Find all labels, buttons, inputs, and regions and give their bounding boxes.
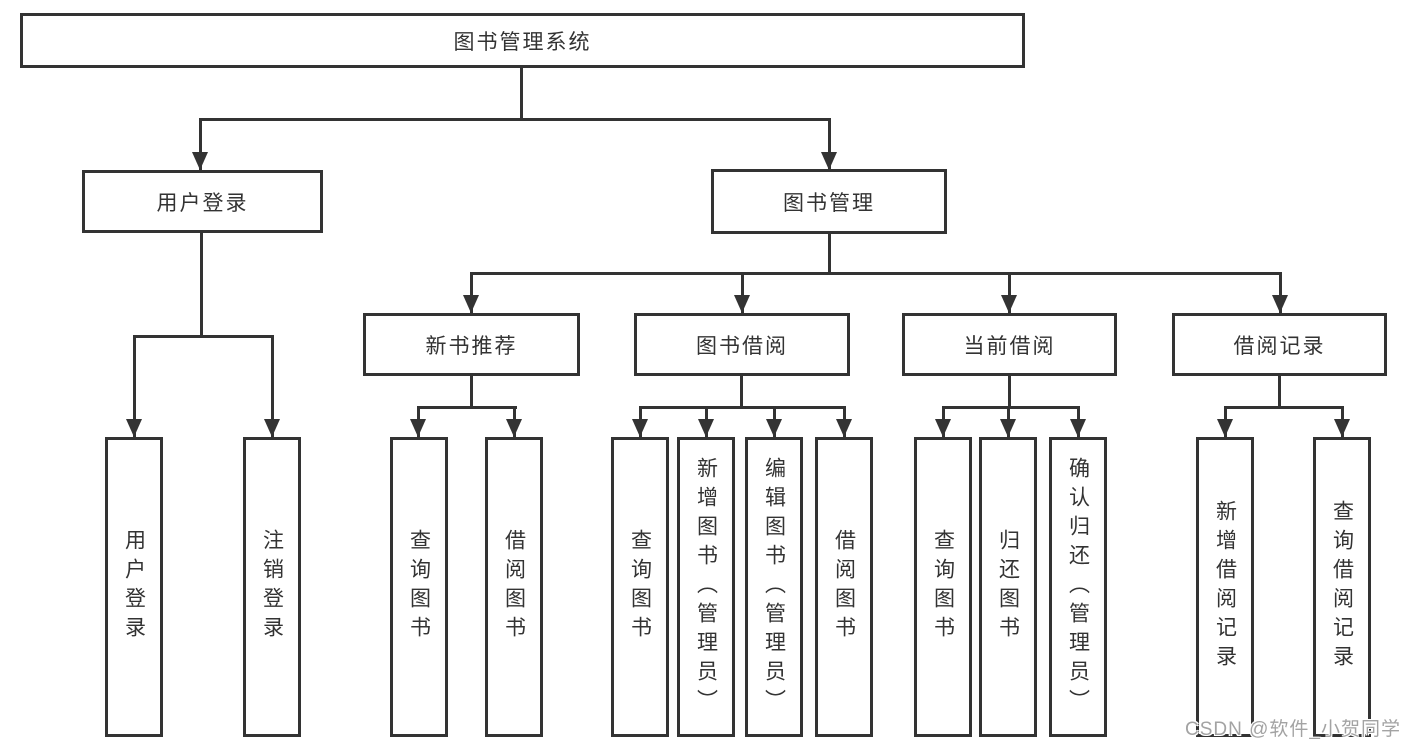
arrow-down-icon <box>766 419 782 437</box>
csdn-watermark: CSDN @软件_小贺同学 <box>1185 719 1401 740</box>
arrow-down-icon <box>935 419 951 437</box>
leaf-user-login: 用户登录 <box>105 437 163 737</box>
node-label: 新增借阅记录 <box>1213 500 1237 674</box>
arrow-down-icon <box>264 419 280 437</box>
arrow-down-icon <box>836 419 852 437</box>
leaf-return-book: 归还图书 <box>979 437 1037 737</box>
leaf-logout: 注销登录 <box>243 437 301 737</box>
connector-line <box>828 234 831 272</box>
arrow-down-icon <box>1070 419 1086 437</box>
connector-line <box>199 118 831 121</box>
connector-line <box>740 376 743 406</box>
leaf-edit-book-admin: 编辑图书（管理员） <box>745 437 803 737</box>
arrow-down-icon <box>821 152 837 170</box>
connector-line <box>942 406 1080 409</box>
node-new-book-recommend: 新书推荐 <box>363 313 580 376</box>
leaf-query-book-recommend: 查询图书 <box>390 437 448 737</box>
arrow-down-icon <box>1000 419 1016 437</box>
node-label: 查询图书 <box>931 529 955 645</box>
arrow-down-icon <box>463 295 479 313</box>
node-current-borrow: 当前借阅 <box>902 313 1117 376</box>
node-library-system: 图书管理系统 <box>20 13 1025 68</box>
connector-line <box>470 272 1282 275</box>
connector-line <box>1008 272 1011 313</box>
connector-line <box>741 272 744 313</box>
node-label: 图书管理系统 <box>453 30 592 54</box>
connector-line <box>470 376 473 406</box>
leaf-add-book-admin: 新增图书（管理员） <box>677 437 735 737</box>
arrow-down-icon <box>1217 419 1233 437</box>
node-label: 当前借阅 <box>963 334 1056 358</box>
node-book-borrow: 图书借阅 <box>634 313 850 376</box>
arrow-down-icon <box>698 419 714 437</box>
connector-line <box>133 335 136 437</box>
node-label: 图书借阅 <box>696 334 788 358</box>
node-label: 确认归还（管理员） <box>1066 456 1090 718</box>
node-label: 借阅图书 <box>832 529 856 645</box>
leaf-borrow-book: 借阅图书 <box>815 437 873 737</box>
node-label: 图书管理 <box>783 191 875 215</box>
arrow-down-icon <box>734 295 750 313</box>
leaf-add-borrow-record: 新增借阅记录 <box>1196 437 1254 737</box>
arrow-down-icon <box>1334 419 1350 437</box>
leaf-query-borrow-record: 查询借阅记录 <box>1313 437 1371 737</box>
node-label: 用户登录 <box>122 529 146 645</box>
connector-line <box>470 272 473 313</box>
node-label: 新书推荐 <box>425 334 518 358</box>
leaf-borrow-book-recommend: 借阅图书 <box>485 437 543 737</box>
node-label: 查询图书 <box>628 529 652 645</box>
node-label: 用户登录 <box>156 191 249 215</box>
node-label: 借阅图书 <box>502 529 526 645</box>
connector-line <box>200 233 203 335</box>
arrow-down-icon <box>192 152 208 170</box>
connector-line <box>133 335 274 338</box>
connector-line <box>520 68 523 118</box>
arrow-down-icon <box>506 419 522 437</box>
connector-line <box>1224 406 1344 409</box>
leaf-confirm-return-admin: 确认归还（管理员） <box>1049 437 1107 737</box>
node-label: 新增图书（管理员） <box>694 456 718 718</box>
connector-line <box>1278 376 1281 406</box>
leaf-query-book-borrow: 查询图书 <box>611 437 669 737</box>
arrow-down-icon <box>126 419 142 437</box>
connector-line <box>271 335 274 437</box>
node-label: 注销登录 <box>260 529 284 645</box>
connector-line <box>639 406 846 409</box>
arrow-down-icon <box>1272 295 1288 313</box>
arrow-down-icon <box>1001 295 1017 313</box>
connector-line <box>417 406 517 409</box>
node-label: 查询图书 <box>407 529 431 645</box>
arrow-down-icon <box>632 419 648 437</box>
node-label: 查询借阅记录 <box>1330 500 1354 674</box>
node-user-login: 用户登录 <box>82 170 323 233</box>
connector-line <box>828 118 831 170</box>
node-label: 编辑图书（管理员） <box>762 456 786 718</box>
arrow-down-icon <box>410 419 426 437</box>
connector-line <box>199 118 202 170</box>
node-book-management: 图书管理 <box>711 169 947 234</box>
node-label: 归还图书 <box>996 529 1020 645</box>
node-borrow-record: 借阅记录 <box>1172 313 1387 376</box>
connector-line <box>1279 272 1282 313</box>
node-label: 借阅记录 <box>1233 334 1326 358</box>
leaf-query-book-current: 查询图书 <box>914 437 972 737</box>
connector-line <box>1008 376 1011 406</box>
